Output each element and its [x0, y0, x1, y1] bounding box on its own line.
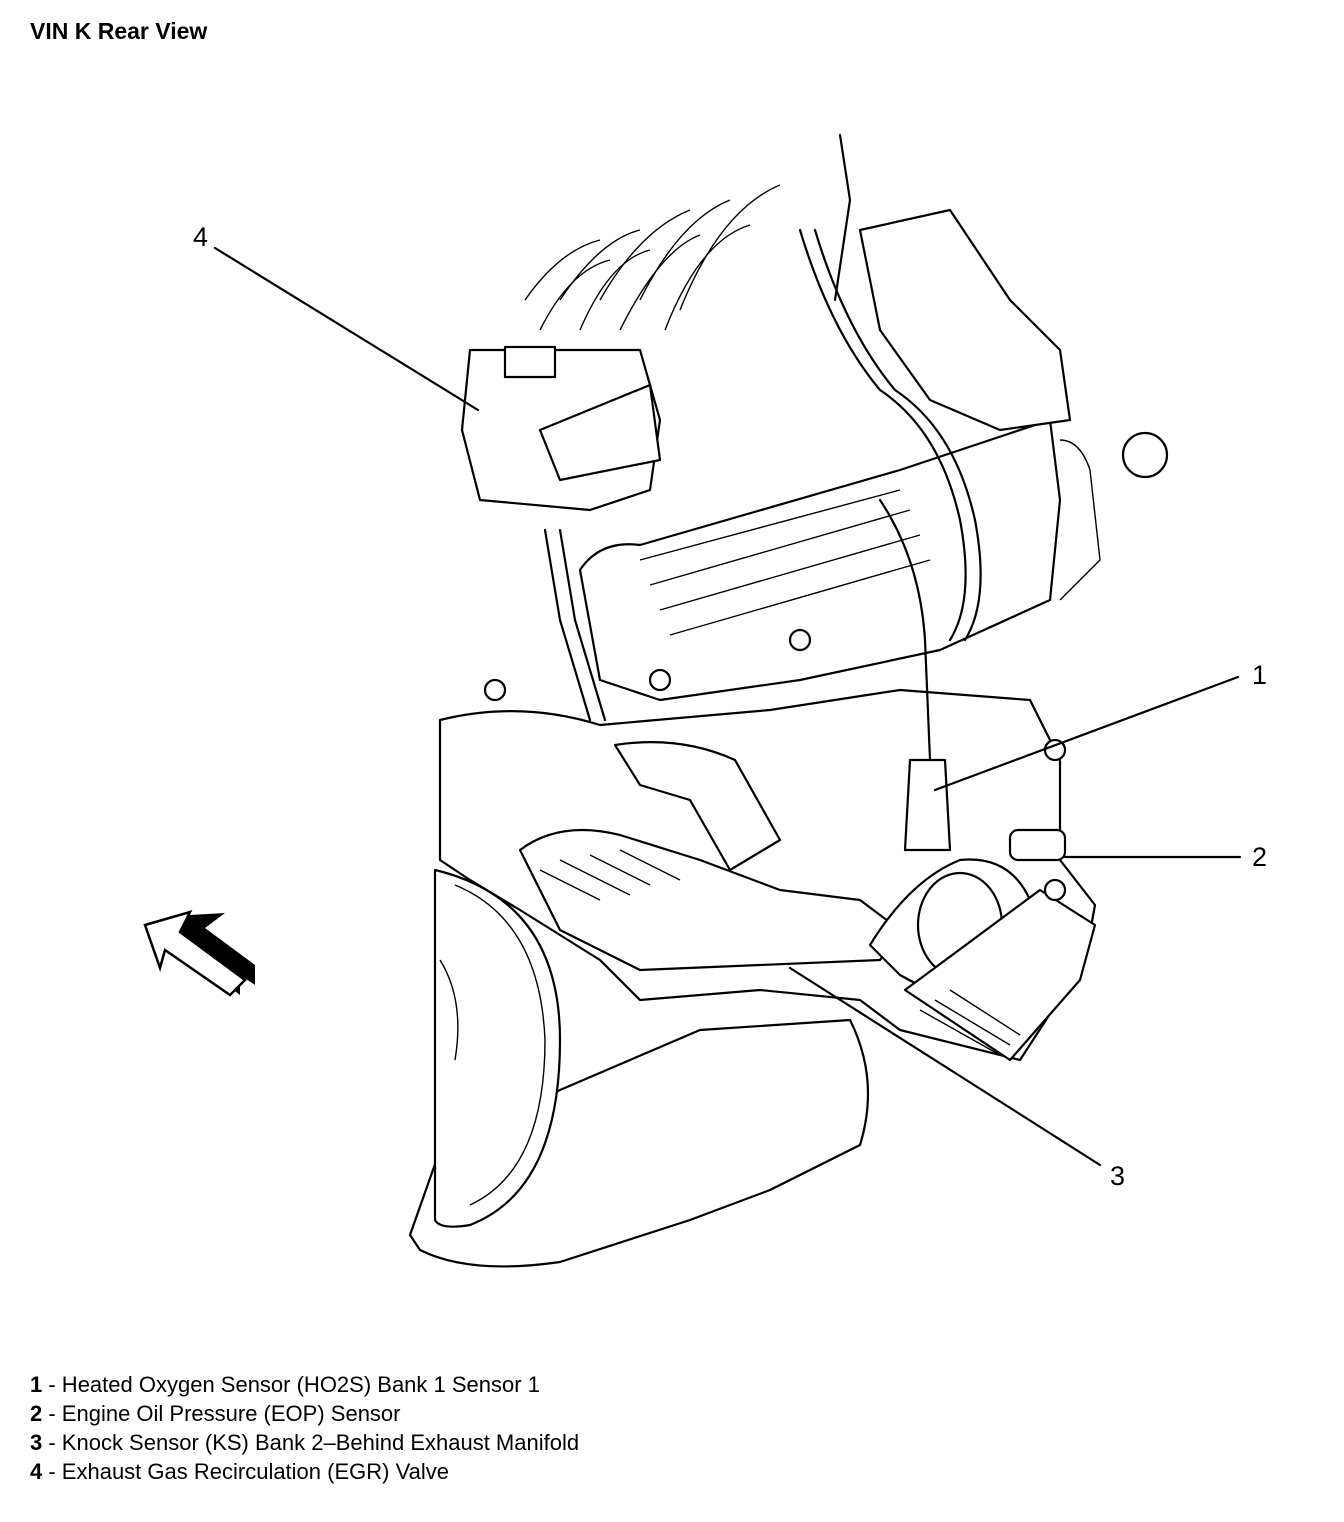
legend-list: 1 - Heated Oxygen Sensor (HO2S) Bank 1 S… — [30, 1370, 579, 1486]
legend-item: 4 - Exhaust Gas Recirculation (EGR) Valv… — [30, 1457, 579, 1486]
view-direction-arrow-icon — [143, 910, 255, 997]
legend-text: - Knock Sensor (KS) Bank 2–Behind Exhaus… — [42, 1430, 580, 1455]
legend-number: 2 — [30, 1401, 43, 1426]
callout-1: 1 — [1252, 660, 1267, 690]
callout-4: 4 — [193, 222, 208, 252]
leader-lines — [213, 246, 1242, 1167]
legend-text: - Engine Oil Pressure (EOP) Sensor — [42, 1401, 401, 1426]
leader-line-4 — [213, 246, 480, 412]
legend-number: 4 — [30, 1459, 43, 1484]
legend-number: 3 — [30, 1430, 43, 1455]
legend-item: 1 - Heated Oxygen Sensor (HO2S) Bank 1 S… — [30, 1370, 579, 1399]
diagram-title: VIN K Rear View — [30, 18, 208, 44]
legend-number: 1 — [30, 1372, 43, 1397]
legend-item: 3 - Knock Sensor (KS) Bank 2–Behind Exha… — [30, 1428, 579, 1457]
leader-line-3 — [788, 966, 1102, 1167]
callout-2: 2 — [1252, 842, 1267, 872]
engine-illustration — [408, 133, 1169, 1268]
legend-item: 2 - Engine Oil Pressure (EOP) Sensor — [30, 1399, 579, 1428]
legend-text: - Exhaust Gas Recirculation (EGR) Valve — [42, 1459, 449, 1484]
legend-text: - Heated Oxygen Sensor (HO2S) Bank 1 Sen… — [42, 1372, 540, 1397]
leader-line-1 — [933, 675, 1240, 792]
callout-3: 3 — [1110, 1161, 1125, 1191]
